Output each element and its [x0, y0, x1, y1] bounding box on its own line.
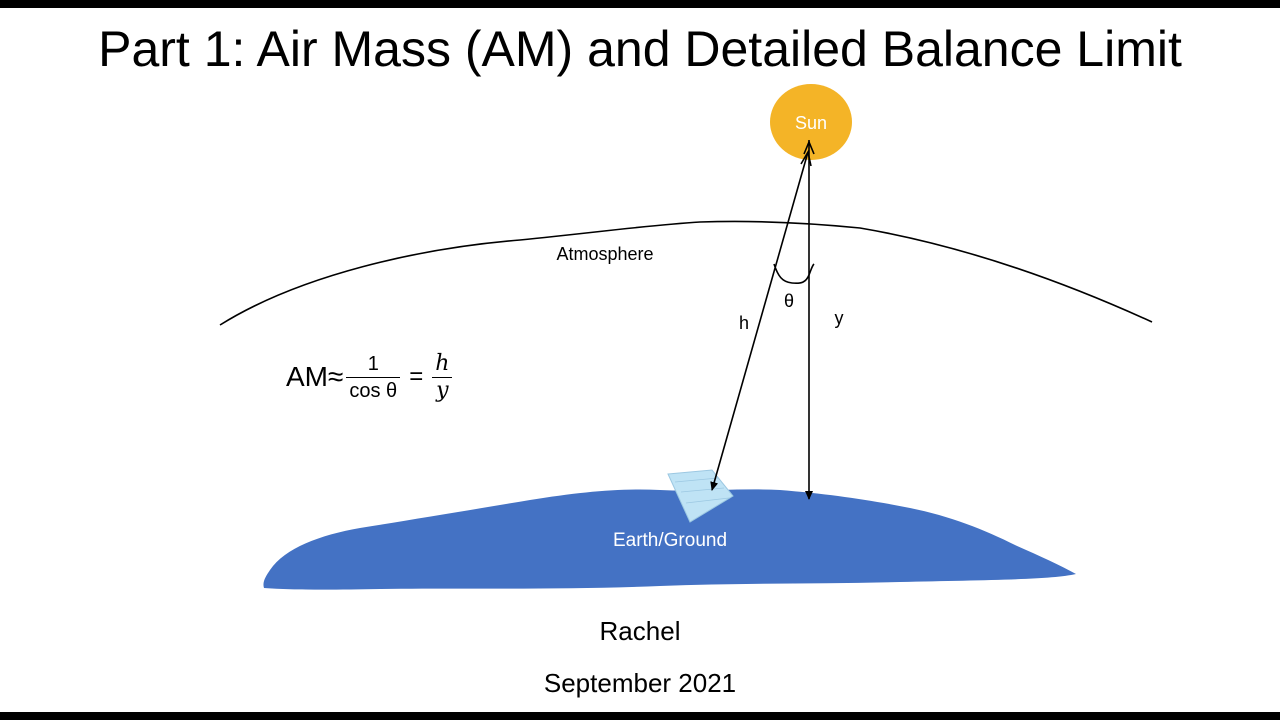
sun-circle	[770, 84, 852, 160]
formula-fraction-bar	[432, 376, 453, 378]
solar-panel-grid-line	[674, 477, 719, 483]
author-name: Rachel	[599, 616, 681, 646]
top-frame-bar	[0, 0, 1280, 8]
earth-ground-shape	[263, 489, 1076, 590]
slant-path-arrow-top-head	[800, 149, 812, 167]
angle-arc	[773, 263, 815, 285]
angle-label: θ	[784, 291, 794, 311]
vertical-label: y	[835, 308, 844, 328]
hypotenuse-label: h	[739, 313, 749, 333]
atmosphere-curve	[219, 220, 1153, 326]
formula-fraction-hy-denominator: y	[436, 377, 449, 403]
sun-label: Sun	[795, 113, 827, 133]
formula-equals: =	[409, 363, 424, 390]
formula-fraction-cos-denominator: cos θ	[349, 379, 398, 402]
formula-fraction-hy: h y	[432, 350, 453, 404]
formula-fraction-cos-numerator: 1	[367, 352, 379, 375]
formula-fraction-bar	[346, 376, 401, 378]
earth-ground-label: Earth/Ground	[613, 530, 727, 551]
formula-lhs: AM≈	[286, 361, 344, 392]
slide-title: Part 1: Air Mass (AM) and Detailed Balan…	[98, 21, 1182, 77]
vertical-path-arrow-top-head	[803, 139, 815, 155]
air-mass-formula: AM≈ 1 cos θ = h y	[286, 342, 455, 412]
presentation-date: September 2021	[543, 668, 737, 698]
bottom-frame-bar	[0, 712, 1280, 720]
formula-fraction-cos: 1 cos θ	[346, 351, 401, 404]
formula-fraction-hy-numerator: h	[435, 350, 450, 376]
atmosphere-label: Atmosphere	[556, 244, 653, 264]
solar-panel-grid-line	[685, 497, 730, 504]
slant-path-arrow	[710, 151, 809, 491]
